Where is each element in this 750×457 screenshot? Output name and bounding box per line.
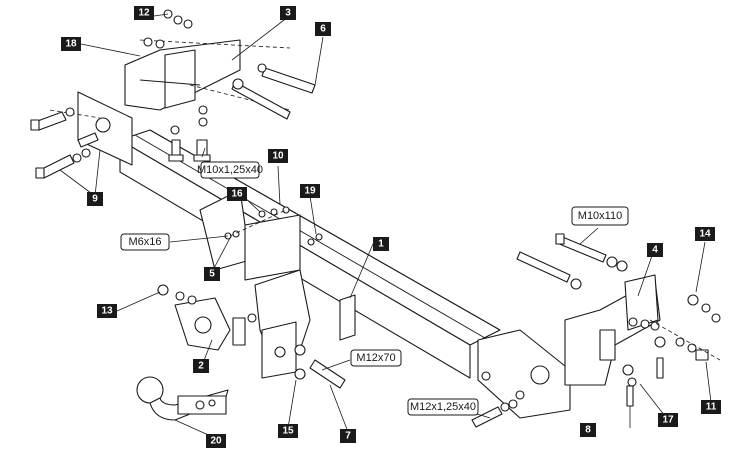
spec-label-m6x16: M6x16	[120, 233, 170, 251]
callout-number: 7	[345, 431, 351, 442]
callout-8: 8	[580, 423, 596, 437]
callout-17: 17	[658, 413, 678, 427]
spec-label-m10x125x40: M10x1,25x40	[197, 161, 263, 179]
callout-18: 18	[61, 37, 81, 51]
spec-label-m12x125x40: M12x1,25x40	[407, 398, 479, 416]
callout-15: 15	[278, 424, 298, 438]
callout-number: 4	[652, 245, 658, 256]
center-mounting-plate	[224, 206, 346, 389]
callout-9: 9	[87, 192, 103, 206]
electrical-socket-plate	[157, 284, 257, 351]
right-side-bracket	[471, 274, 661, 428]
callout-number: 13	[101, 306, 113, 317]
callout-number: 10	[272, 151, 284, 162]
callout-number: 14	[699, 229, 711, 240]
callout-12: 12	[134, 6, 154, 20]
callout-number: 12	[138, 8, 150, 19]
callout-7: 7	[340, 429, 356, 443]
callout-1: 1	[373, 237, 389, 251]
right-fastener-set	[516, 233, 721, 407]
callout-number: 5	[209, 269, 215, 280]
callout-number: 19	[304, 186, 316, 197]
callout-14: 14	[695, 227, 715, 241]
callout-5: 5	[204, 267, 220, 281]
callout-number: 16	[231, 189, 243, 200]
leader-lines	[59, 13, 712, 439]
callout-number: 17	[662, 415, 674, 426]
callout-10: 10	[268, 149, 288, 163]
spec-label-m10x110: M10x110	[571, 206, 629, 226]
callout-number: 3	[285, 8, 291, 19]
callout-number: 6	[320, 24, 326, 35]
callout-number: 8	[585, 425, 591, 436]
callout-19: 19	[300, 184, 320, 198]
callout-number: 20	[210, 436, 222, 447]
callout-6: 6	[315, 22, 331, 36]
spec-label-text: M10x1,25x40	[197, 164, 263, 176]
spec-label-text: M12x70	[356, 352, 395, 364]
callout-16: 16	[227, 187, 247, 201]
spec-label-text: M12x1,25x40	[410, 401, 476, 413]
spec-label-text: M10x110	[578, 210, 622, 222]
callout-number: 15	[282, 426, 294, 437]
callout-number: 11	[706, 402, 717, 413]
callout-20: 20	[206, 434, 226, 448]
spec-label-m12x70: M12x70	[350, 349, 402, 367]
callout-11: 11	[701, 400, 721, 414]
main-cross-beam	[119, 129, 501, 379]
callout-number: 2	[198, 361, 204, 372]
callout-number: 1	[378, 239, 384, 250]
callout-13: 13	[97, 304, 117, 318]
tow-ball-assembly	[136, 376, 229, 421]
left-side-bracket	[49, 39, 291, 166]
left-fastener-set	[30, 9, 316, 179]
callout-2: 2	[193, 359, 209, 373]
callout-number: 18	[65, 39, 77, 50]
spec-label-text: M6x16	[128, 236, 161, 248]
callout-4: 4	[647, 243, 663, 257]
callout-3: 3	[280, 6, 296, 20]
callout-number: 9	[92, 194, 98, 205]
